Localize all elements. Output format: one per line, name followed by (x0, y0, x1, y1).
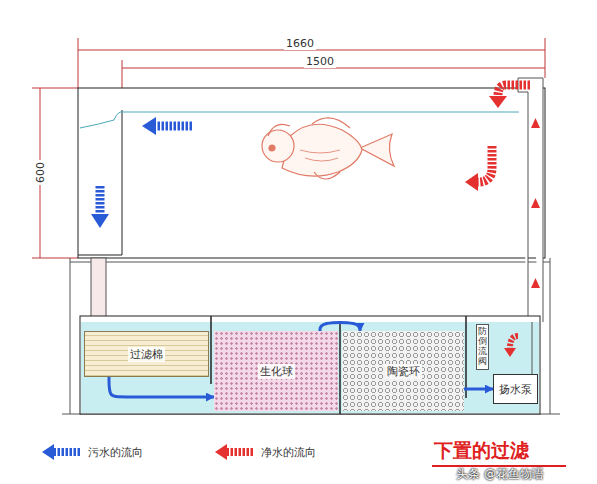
fish (262, 118, 394, 179)
legend-item: 污水的流向 (40, 444, 143, 460)
pump-outlet (528, 322, 532, 380)
sump-water (81, 322, 539, 413)
flow-connector (464, 388, 493, 391)
flow-connector (109, 377, 214, 397)
return-pipe (518, 78, 543, 322)
pipe-arrows (531, 118, 540, 288)
sump-walls (211, 316, 466, 414)
filter-cotton-box: 过滤棉 (84, 331, 209, 377)
dimension-text: 1660 (284, 37, 316, 50)
legend-item: 净水的流向 (213, 444, 316, 460)
dimension-text: 1500 (304, 55, 336, 68)
node-label: 过滤棉 (128, 347, 165, 362)
sump (80, 316, 540, 414)
legend-arrow (40, 444, 82, 460)
overflow-box (78, 110, 122, 255)
legend: 污水的流向 净水的流向 (40, 444, 386, 460)
bio-ball-box: 生化球 (214, 331, 338, 411)
legend-arrow (213, 444, 255, 460)
flow-arrow-heads (91, 96, 516, 357)
flow-arrows (100, 85, 530, 348)
dimension-lines (32, 38, 545, 258)
tank (78, 88, 545, 258)
node-label: 生化球 (258, 364, 295, 379)
node-label: 陶瓷环 (385, 364, 422, 379)
dimension-text: 600 (34, 160, 47, 185)
caption: 下置的过滤 (434, 438, 529, 464)
flow-connector (320, 322, 360, 331)
node-label: 扬水泵 (497, 382, 534, 397)
stand (62, 258, 560, 414)
check-valve-box: 防倒流阀 (476, 324, 489, 370)
pump-box: 扬水泵 (493, 374, 538, 404)
legend-text: 污水的流向 (88, 445, 143, 460)
legend-text: 净水的流向 (261, 445, 316, 460)
overflow-pipe (91, 258, 106, 324)
node-label: 防倒流阀 (478, 327, 487, 367)
watermark: 头条 @花鱼物语 (454, 466, 546, 483)
ceramic-ring-box: 陶瓷环 (342, 331, 464, 411)
